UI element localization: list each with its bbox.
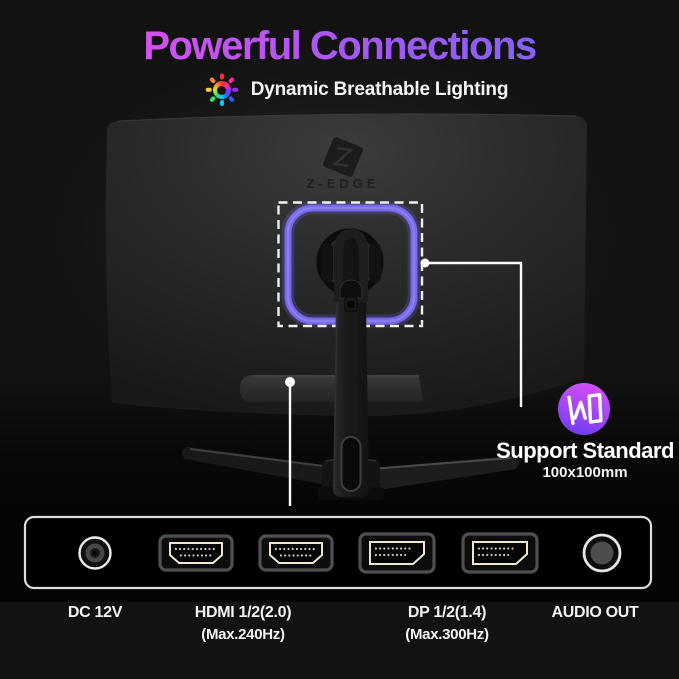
label-dp: DP 1/2(1.4) (Max.300Hz) bbox=[405, 604, 489, 643]
connector-line-ports bbox=[285, 377, 295, 516]
stand-left-leg bbox=[181, 447, 332, 486]
stand-arm-hook bbox=[334, 229, 368, 312]
connector-line-support bbox=[420, 258, 523, 407]
support-size: 100x100mm bbox=[542, 464, 628, 481]
brand-text: Z-EDGE bbox=[306, 176, 380, 191]
stand-right-leg bbox=[370, 456, 520, 491]
support-title: Support Standard bbox=[496, 438, 674, 463]
displayport-1-icon bbox=[358, 532, 436, 574]
page-title: Powerful Connections bbox=[0, 24, 679, 69]
label-audio-out: AUDIO OUT bbox=[551, 604, 639, 621]
hdmi-port-2-icon bbox=[258, 534, 334, 572]
displayport-2-icon bbox=[461, 532, 539, 574]
audio-out-jack-icon bbox=[582, 533, 622, 573]
subtitle: Dynamic Breathable Lighting bbox=[250, 79, 509, 100]
ports-recess bbox=[240, 375, 423, 402]
subtitle-row: Dynamic Breathable Lighting bbox=[0, 73, 679, 107]
label-dc-12v: DC 12V bbox=[67, 604, 123, 621]
rgb-color-wheel-icon bbox=[205, 73, 239, 107]
z-edge-logo-icon bbox=[323, 137, 363, 177]
vesa-mount-icon bbox=[558, 383, 610, 435]
stand-column bbox=[333, 301, 369, 497]
hdmi-port-1-icon bbox=[158, 534, 234, 572]
ports-panel bbox=[0, 506, 679, 602]
cable-hole bbox=[340, 436, 362, 492]
rgb-ring bbox=[212, 81, 231, 99]
dc-power-jack-icon bbox=[78, 536, 112, 570]
label-hdmi: HDMI 1/2(2.0) (Max.240Hz) bbox=[194, 604, 292, 643]
